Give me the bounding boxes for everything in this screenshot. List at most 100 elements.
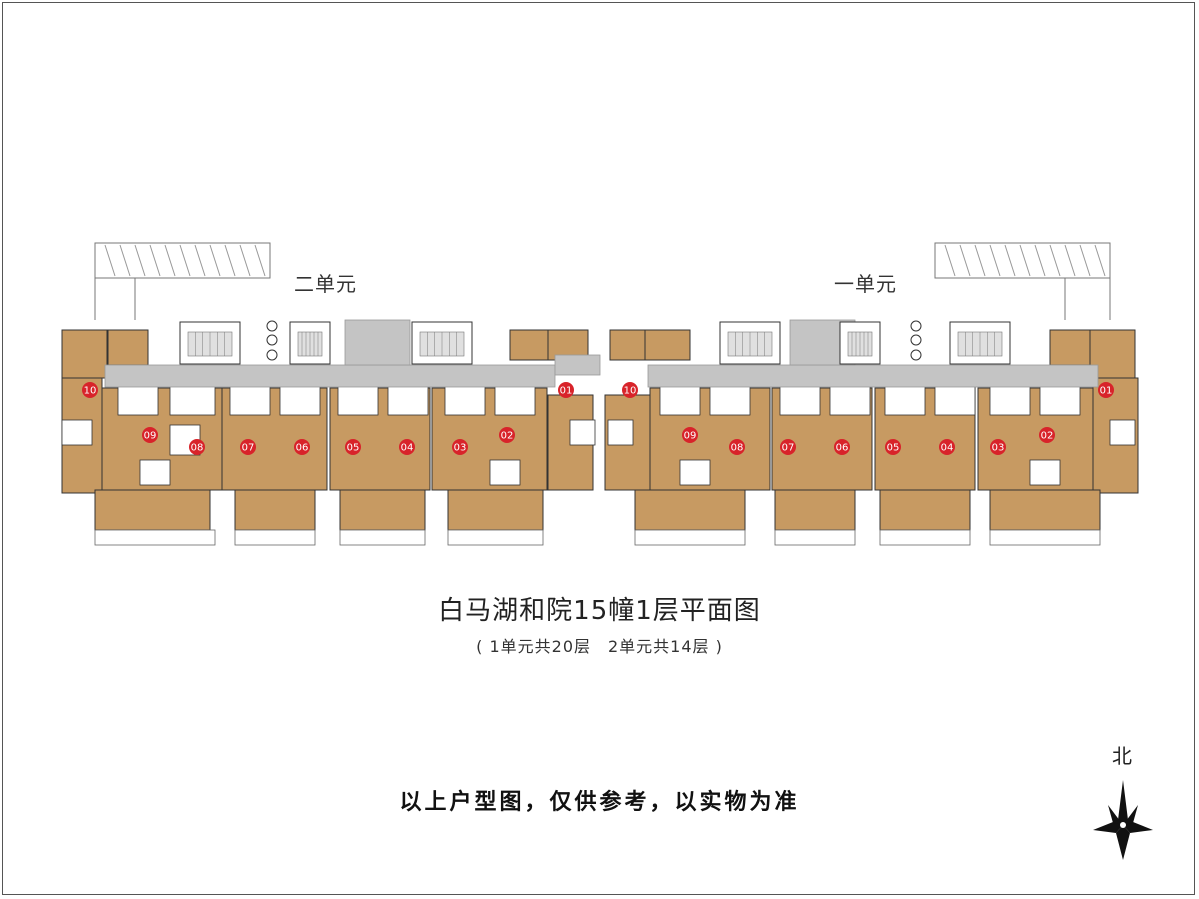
- hatch-line: [1094, 244, 1106, 277]
- east-marker-circle: [834, 439, 850, 455]
- west-marker-circle: [142, 427, 158, 443]
- service-room: [989, 384, 1031, 416]
- west-marker-circle: [399, 439, 415, 455]
- west-marker-number: 02: [501, 431, 514, 442]
- corridor: [554, 354, 601, 376]
- balcony: [234, 529, 316, 546]
- west-marker-circle: [240, 439, 256, 455]
- east-marker-number: 08: [731, 443, 744, 454]
- fixture-icon: [910, 320, 922, 332]
- hatch-line: [209, 244, 221, 277]
- compass-icon: [1093, 780, 1153, 860]
- room-block: [634, 489, 746, 531]
- east-marker-number: 03: [992, 443, 1005, 454]
- east-marker-circle: [622, 382, 638, 398]
- west-marker-number: 09: [144, 431, 157, 442]
- hatch-line: [119, 244, 131, 277]
- hatch-line: [989, 244, 1001, 277]
- balcony: [634, 529, 746, 546]
- hatch-line: [1019, 244, 1031, 277]
- west-marker-circle: [189, 439, 205, 455]
- hatch-line: [164, 244, 176, 277]
- service-room: [61, 419, 93, 446]
- hatch-line: [104, 244, 116, 277]
- west-marker-number: 03: [454, 443, 467, 454]
- plan-subtitle: ( 1单元共20层 2单元共14层 ): [476, 637, 723, 656]
- service-room: [139, 459, 171, 486]
- unit-1-label: 一单元: [834, 272, 897, 296]
- east-marker-circle: [885, 439, 901, 455]
- east-marker-circle: [729, 439, 745, 455]
- hatch-line: [254, 244, 266, 277]
- service-room: [934, 384, 976, 416]
- room-block: [989, 489, 1101, 531]
- west-marker-number: 04: [401, 443, 414, 454]
- service-room: [884, 384, 926, 416]
- service-room: [1039, 384, 1081, 416]
- room-block: [94, 489, 211, 531]
- hatch-line: [134, 244, 146, 277]
- room-block: [1049, 329, 1096, 366]
- west-marker-circle: [82, 382, 98, 398]
- east-marker-circle: [939, 439, 955, 455]
- hatch-line: [179, 244, 191, 277]
- disclaimer: 以上户型图，仅供参考，以实物为准: [399, 790, 800, 815]
- hatch-line: [1049, 244, 1061, 277]
- east-marker-number: 01: [1100, 386, 1113, 397]
- west-marker-number: 06: [296, 443, 309, 454]
- west-marker-circle: [558, 382, 574, 398]
- west-marker-circle: [452, 439, 468, 455]
- hatch-line: [1079, 244, 1091, 277]
- corridor: [104, 364, 556, 388]
- fixture-icon: [266, 320, 278, 332]
- room-block: [61, 329, 108, 379]
- balcony: [774, 529, 856, 546]
- service-room: [279, 384, 321, 416]
- service-room: [779, 384, 821, 416]
- corridor: [344, 319, 411, 366]
- fixture-icon: [266, 349, 278, 361]
- east-marker-circle: [990, 439, 1006, 455]
- plan-title: 白马湖和院15幢1层平面图: [438, 596, 761, 626]
- east-marker-number: 10: [624, 386, 637, 397]
- hatch-line: [1034, 244, 1046, 277]
- hatch-line: [224, 244, 236, 277]
- east-marker-number: 06: [836, 443, 849, 454]
- west-marker-number: 05: [347, 443, 360, 454]
- service-room: [607, 419, 634, 446]
- hatch-line: [149, 244, 161, 277]
- service-room: [1029, 459, 1061, 486]
- service-room: [229, 384, 271, 416]
- service-room: [1109, 419, 1136, 446]
- west-marker-circle: [499, 427, 515, 443]
- corridors: [104, 319, 1099, 388]
- east-marker-number: 09: [684, 431, 697, 442]
- balcony: [447, 529, 544, 546]
- corridor: [647, 364, 1099, 388]
- west-marker-number: 10: [84, 386, 97, 397]
- service-room: [829, 384, 871, 416]
- west-marker-number: 07: [242, 443, 255, 454]
- hatch-line: [944, 244, 956, 277]
- hatch-line: [1064, 244, 1076, 277]
- room-block: [879, 489, 971, 531]
- unit-2-label: 二单元: [294, 272, 357, 296]
- east-marker-circle: [780, 439, 796, 455]
- north-label: 北: [1112, 744, 1132, 768]
- hatch-line: [1004, 244, 1016, 277]
- service-room: [569, 419, 596, 446]
- west-marker-circle: [294, 439, 310, 455]
- terrace-hatch: [104, 244, 1106, 277]
- service-room: [117, 384, 159, 416]
- service-room: [387, 384, 429, 416]
- fixture-icon: [910, 349, 922, 361]
- east-marker-circle: [1098, 382, 1114, 398]
- balcony: [339, 529, 426, 546]
- service-room: [679, 459, 711, 486]
- room-block: [107, 329, 149, 366]
- balcony: [879, 529, 971, 546]
- east-marker-number: 02: [1041, 431, 1054, 442]
- service-room: [494, 384, 536, 416]
